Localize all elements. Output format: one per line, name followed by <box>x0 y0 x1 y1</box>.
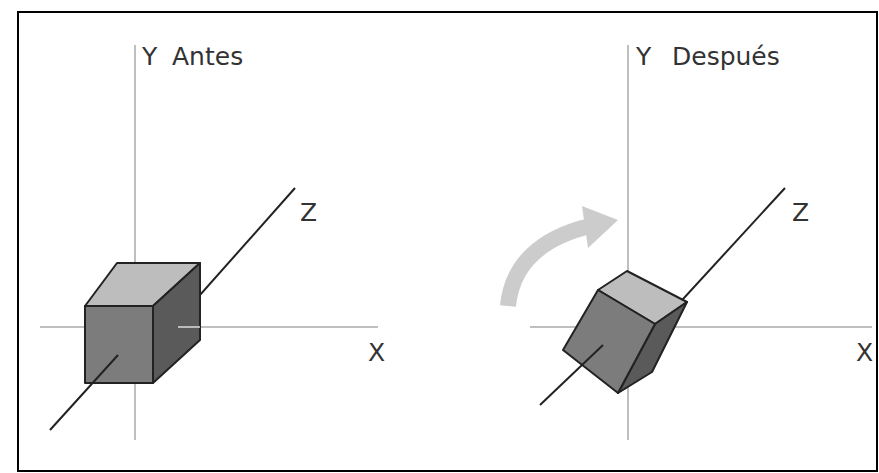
axis-label: Z <box>300 200 317 225</box>
z-axis <box>540 345 603 405</box>
rotation-arrow <box>508 226 590 306</box>
axis-label: X <box>368 340 385 365</box>
cube-after <box>563 271 687 393</box>
axes-after <box>530 45 872 440</box>
z-axis <box>50 355 118 430</box>
x-axis-hint <box>178 326 200 328</box>
frame <box>18 12 877 471</box>
axis-label: Y <box>636 44 651 69</box>
axis-label: X <box>856 340 873 365</box>
cube-before <box>85 263 200 383</box>
axis-label: Z <box>792 200 809 225</box>
axes-before <box>40 45 378 440</box>
panel-title: Antes <box>172 44 243 69</box>
rotation-arrow-head <box>582 206 618 248</box>
axis-label: Y <box>142 44 157 69</box>
panel-title: Después <box>672 44 780 69</box>
